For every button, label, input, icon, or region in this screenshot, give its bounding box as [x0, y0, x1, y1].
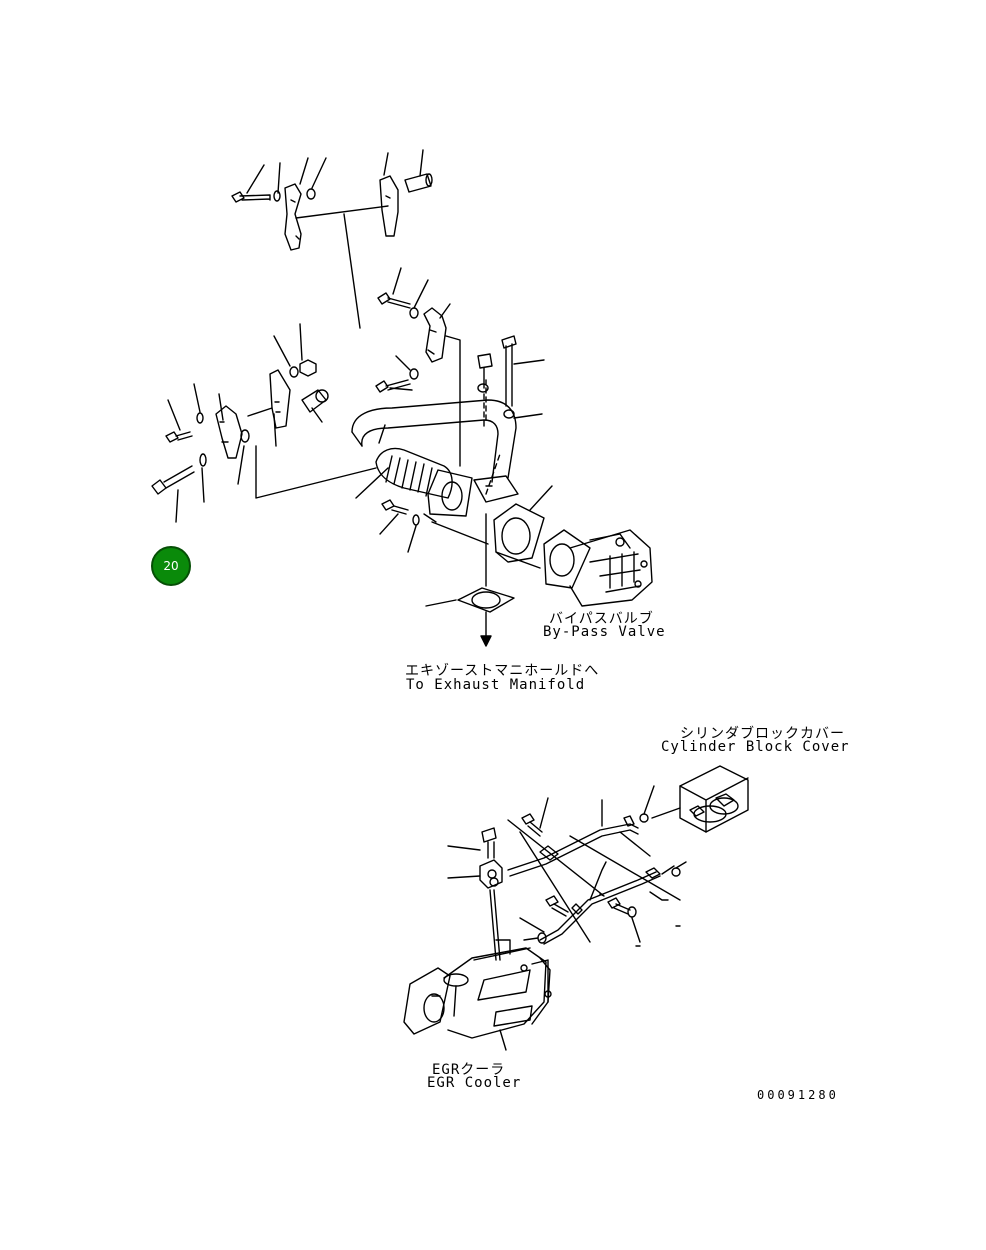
exhaust-gasket — [425, 513, 515, 647]
cylinder-block-cover-part — [639, 765, 749, 833]
callout-badge[interactable]: 20 — [151, 546, 191, 586]
egr-cooler-label-en: EGR Cooler — [427, 1075, 522, 1091]
exhaust-manifold-label-en: To Exhaust Manifold — [406, 677, 586, 693]
middle-bracket-set — [375, 267, 461, 467]
exhaust-manifold-label-jp: エキゾーストマニホールドへ — [405, 663, 600, 679]
cylinder-block-cover-label-jp: シリンダブロックカバー — [680, 726, 845, 742]
top-bolts — [477, 335, 545, 431]
callout-number: 20 — [163, 559, 179, 573]
egr-cooler-connector — [447, 827, 511, 961]
egr-pipe-assembly — [351, 379, 519, 553]
oil-tube-assembly — [507, 797, 687, 947]
cylinder-block-cover-label-en: Cylinder Block Cover — [661, 739, 850, 755]
left-bracket-set — [151, 323, 377, 523]
egr-cooler-part — [403, 947, 552, 1051]
bypass-valve-label-en: By-Pass Valve — [543, 624, 666, 640]
upper-bracket-set — [231, 149, 433, 329]
bypass-valve-label-jp: バイパスバルブ — [549, 611, 654, 627]
gasket-and-bypass-valve — [431, 485, 653, 607]
drawing-number: 00091280 — [757, 1088, 839, 1102]
egr-cooler-label-jp: EGRクーラ — [432, 1062, 506, 1078]
